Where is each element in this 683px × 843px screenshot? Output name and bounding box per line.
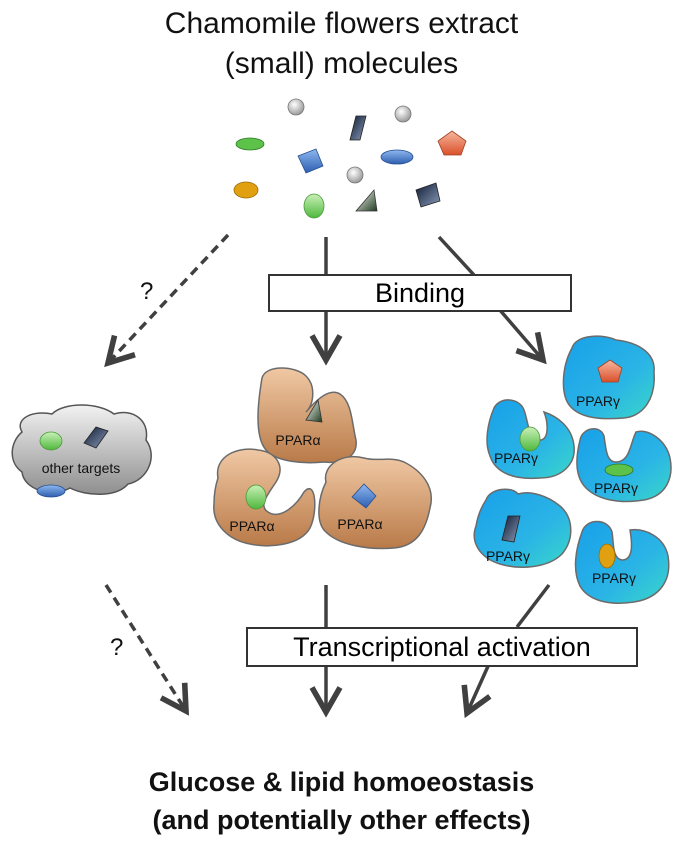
molecule-blue-ellipse: [380, 149, 414, 165]
question-mark-lower: ?: [110, 634, 124, 661]
binding-box: Binding: [268, 274, 572, 312]
ppar-gamma-green-oval-ligand: [519, 426, 541, 452]
other-targets-blue-ligand: [36, 484, 66, 498]
question-mark-upper: ?: [140, 278, 154, 305]
other-targets-green-ligand: [39, 431, 63, 451]
ppar-gamma-label: PPARγ: [485, 548, 531, 564]
molecule-cluster: [233, 98, 467, 219]
header-title-line2: (small) molecules: [224, 47, 459, 80]
molecule-blue-square: [297, 148, 324, 174]
ppar-gamma-gold-ligand: [598, 543, 616, 569]
dashed-arrow-to-other-targets: [104, 233, 230, 368]
molecule-navy-square: [415, 182, 441, 208]
molecule-triangle: [355, 189, 378, 212]
ppar-alpha-label: PPARα: [229, 518, 275, 534]
ppar-alpha-green-ligand: [245, 484, 267, 510]
arrow-gamma-to-outcome: [461, 663, 492, 719]
molecule-gray-sphere: [346, 166, 364, 184]
ppar-gamma-label: PPARγ: [493, 450, 539, 466]
arrow-right-upper: [437, 235, 476, 277]
ppar-alpha-label: PPARα: [337, 516, 383, 532]
ppar-gamma-receptor: [574, 520, 670, 604]
molecule-green-oval: [303, 193, 325, 219]
transcriptional-activation-box: Transcriptional activation: [246, 627, 638, 667]
outcome-title-line2: (and potentially other effects): [152, 805, 531, 835]
outcome-title-line1: Glucose & lipid homoeostasis: [148, 767, 535, 797]
ppar-alpha-receptor: [257, 367, 357, 464]
ppar-alpha-blue-ligand: [351, 483, 377, 509]
ppar-gamma-green-ellipse-ligand: [604, 463, 634, 477]
arrows: [104, 233, 551, 719]
ppar-gamma-navy-ligand: [501, 515, 521, 543]
ppar-gamma-orange-ligand: [597, 359, 623, 383]
molecule-gray-sphere: [287, 98, 305, 116]
arrow-gamma-upper: [515, 583, 551, 629]
header-title-line1: Chamomile flowers extract: [164, 7, 519, 40]
ppar-alpha-label: PPARα: [275, 432, 321, 448]
molecule-gray-sphere: [394, 105, 412, 123]
ppar-gamma-label: PPARγ: [591, 570, 637, 586]
ppar-gamma-receptor: [473, 488, 572, 568]
ppar-gamma-label: PPARγ: [575, 393, 621, 409]
ppar-alpha-triangle-ligand: [305, 398, 323, 423]
molecule-green-ellipse: [235, 137, 265, 151]
molecule-navy-parallelogram: [349, 115, 367, 141]
molecule-gold-ellipse: [233, 181, 259, 199]
other-targets-label: other targets: [41, 460, 121, 476]
dashed-arrow-to-outcome: [104, 584, 190, 716]
other-targets-receptor: [11, 404, 152, 498]
molecule-orange-pentagon: [437, 130, 467, 156]
ppar-gamma-label: PPARγ: [593, 480, 639, 496]
other-targets-navy-ligand: [83, 426, 109, 449]
arrow-to-ppar-gamma: [497, 307, 547, 365]
ppar-alpha-receptor: [318, 455, 433, 550]
